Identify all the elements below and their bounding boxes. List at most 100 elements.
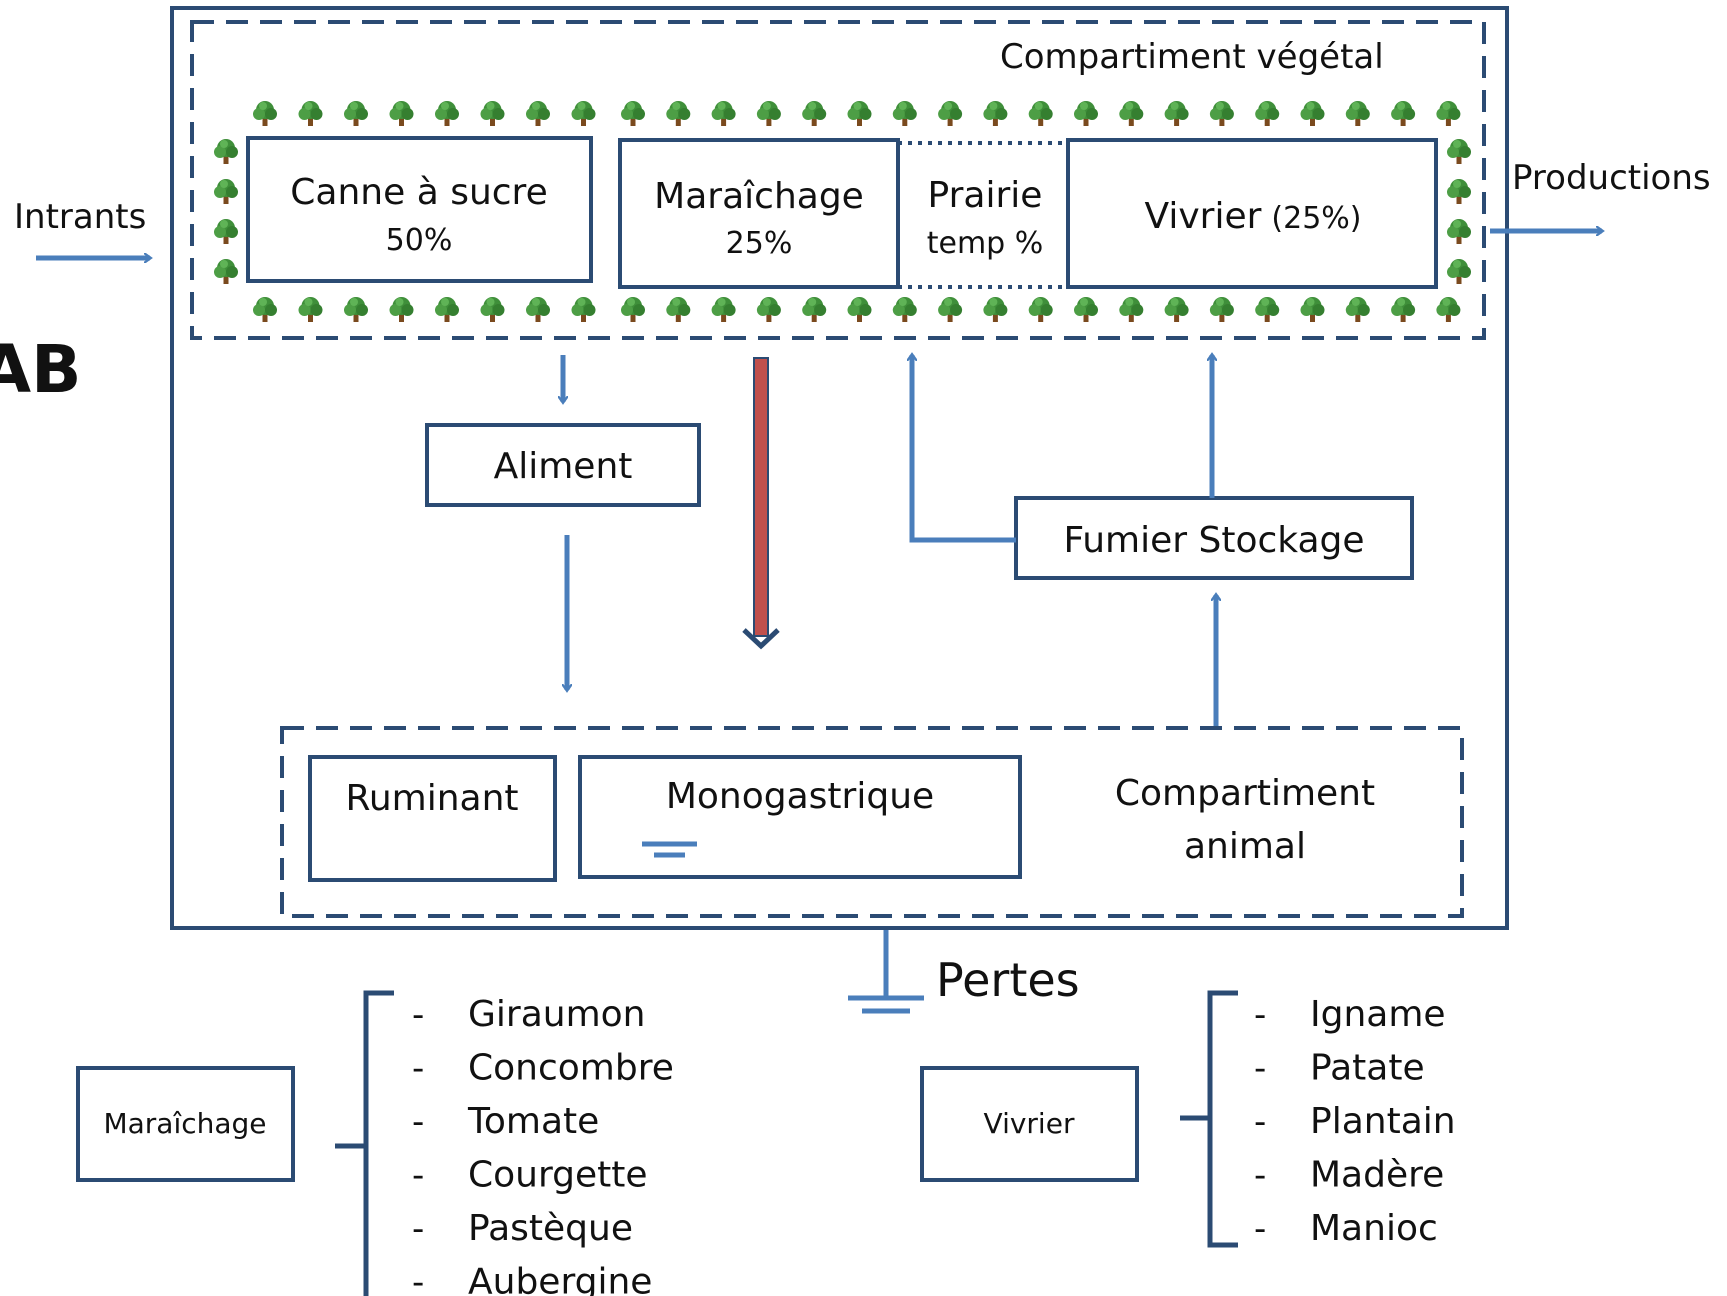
- tree-icon: [214, 139, 238, 164]
- tree-icon: [435, 297, 459, 322]
- tree-icon: [621, 297, 645, 322]
- legend-maraichage-bullet: -: [412, 1102, 424, 1142]
- tree-icon: [214, 179, 238, 204]
- prairie-share: temp %: [927, 226, 1044, 261]
- legend-maraichage-box: Maraîchage: [76, 1066, 295, 1182]
- legend-maraichage-item: Giraumon: [468, 994, 646, 1035]
- tree-icon: [1028, 297, 1053, 322]
- tree-icon: [892, 297, 917, 322]
- tree-icon: [1447, 259, 1471, 284]
- tree-icon: [389, 101, 414, 126]
- legend-vivrier-label: Vivrier: [984, 1107, 1075, 1140]
- pertes-ground-icon: [848, 930, 924, 1014]
- tree-icon: [666, 101, 691, 126]
- tree-icon: [711, 101, 736, 126]
- legend-maraichage-brace: [335, 990, 394, 1296]
- tree-icon: [253, 101, 277, 126]
- animal-compartment: [280, 726, 1464, 918]
- ruminant-box: Ruminant: [308, 755, 557, 882]
- tree-icon: [666, 297, 691, 322]
- vegetal-compartment-title: Compartiment végétal: [1000, 37, 1384, 77]
- intrants-label: Intrants: [14, 197, 146, 237]
- legend-vivrier-item: Manioc: [1310, 1208, 1438, 1249]
- system-boundary: [170, 6, 1509, 930]
- tree-icon: [480, 297, 505, 322]
- legend-vivrier-bullet: -: [1254, 1156, 1266, 1196]
- legend-vivrier-item: Madère: [1310, 1155, 1444, 1196]
- tree-icon: [526, 297, 550, 322]
- tree-icon: [802, 101, 827, 126]
- monogastrique-label: Monogastrique: [666, 776, 934, 817]
- tree-icon: [571, 297, 596, 322]
- legend-maraichage-bullet: -: [412, 1156, 424, 1196]
- tree-icon: [1255, 101, 1280, 126]
- legend-maraichage-list: -Giraumon-Concombre-Tomate-Courgette-Pas…: [412, 994, 674, 1296]
- maraichage-label: Maraîchage: [654, 176, 864, 217]
- tree-icon: [847, 297, 872, 322]
- tree-icon: [1300, 101, 1325, 126]
- partial-heading: AB: [0, 331, 81, 408]
- legend-maraichage-item: Tomate: [467, 1101, 599, 1142]
- tree-icon: [435, 101, 459, 126]
- legend-maraichage-item: Concombre: [468, 1048, 674, 1089]
- tree-icon: [756, 297, 781, 322]
- prairie-label: Prairie: [928, 175, 1043, 216]
- aliment-box: Aliment: [425, 423, 701, 507]
- tree-icon: [621, 101, 645, 126]
- tree-icon: [892, 101, 917, 126]
- legend-maraichage-bullet: -: [412, 1209, 424, 1249]
- tree-icon: [480, 101, 505, 126]
- tree-icon: [1164, 101, 1189, 126]
- tree-icon: [1391, 297, 1416, 322]
- animal-compartment-title-line1: Compartiment: [1115, 773, 1375, 814]
- maraichage-box: Maraîchage 25%: [618, 138, 900, 289]
- tree-icon: [1447, 139, 1471, 164]
- legend-maraichage-label: Maraîchage: [103, 1107, 266, 1140]
- tree-icon: [1345, 297, 1370, 322]
- ground-symbol-icon: [642, 841, 697, 858]
- vivrier-name: Vivrier: [1145, 196, 1262, 237]
- legend-maraichage-item: Courgette: [468, 1155, 648, 1196]
- animal-compartment-title-line2: animal: [1184, 826, 1306, 867]
- legend-vivrier-item: Plantain: [1310, 1101, 1456, 1142]
- tree-icon: [1074, 101, 1098, 126]
- tree-icon: [526, 101, 550, 126]
- canne-a-sucre-share: 50%: [386, 223, 453, 258]
- legend-maraichage-bullet: -: [412, 1049, 424, 1089]
- tree-icon: [711, 297, 736, 322]
- legend-vivrier-bullet: -: [1254, 1209, 1266, 1249]
- legend-vivrier-box: Vivrier: [920, 1066, 1139, 1182]
- tree-icon: [1391, 101, 1416, 126]
- vivrier-label: Vivrier(25%): [1145, 196, 1362, 237]
- tree-icon: [1119, 101, 1144, 126]
- tree-icon: [1209, 297, 1234, 322]
- canne-a-sucre-label: Canne à sucre: [290, 172, 547, 213]
- legend-maraichage-bullet: -: [412, 995, 424, 1035]
- tree-icon: [1300, 297, 1325, 322]
- direct-transfer-arrow: [742, 357, 780, 650]
- tree-icon: [1209, 101, 1234, 126]
- tree-icon: [938, 297, 963, 322]
- aliment-label: Aliment: [494, 446, 633, 487]
- fumier-stockage-box: Fumier Stockage: [1014, 496, 1414, 580]
- fumier-stockage-label: Fumier Stockage: [1063, 520, 1364, 561]
- canne-a-sucre-box: Canne à sucre 50%: [246, 136, 593, 283]
- maraichage-share: 25%: [726, 226, 793, 261]
- vegetal-compartment: [190, 20, 1486, 340]
- tree-icon: [756, 101, 781, 126]
- legend-maraichage-item: Aubergine: [468, 1262, 652, 1296]
- legend-vivrier-item: Patate: [1310, 1048, 1425, 1089]
- legend-vivrier-bullet: -: [1254, 1049, 1266, 1089]
- tree-icon: [1028, 101, 1053, 126]
- legend-vivrier-list: -Igname-Patate-Plantain-Madère-Manioc: [1254, 994, 1456, 1249]
- tree-icon: [1447, 179, 1471, 204]
- tree-icon: [938, 101, 963, 126]
- tree-icon: [298, 101, 323, 126]
- prairie-box: Prairie temp %: [898, 141, 1068, 289]
- tree-icon: [571, 101, 596, 126]
- tree-icon: [253, 297, 277, 322]
- tree-icon: [1447, 219, 1471, 244]
- vivrier-box: Vivrier(25%): [1066, 138, 1438, 289]
- tree-icon: [1345, 101, 1370, 126]
